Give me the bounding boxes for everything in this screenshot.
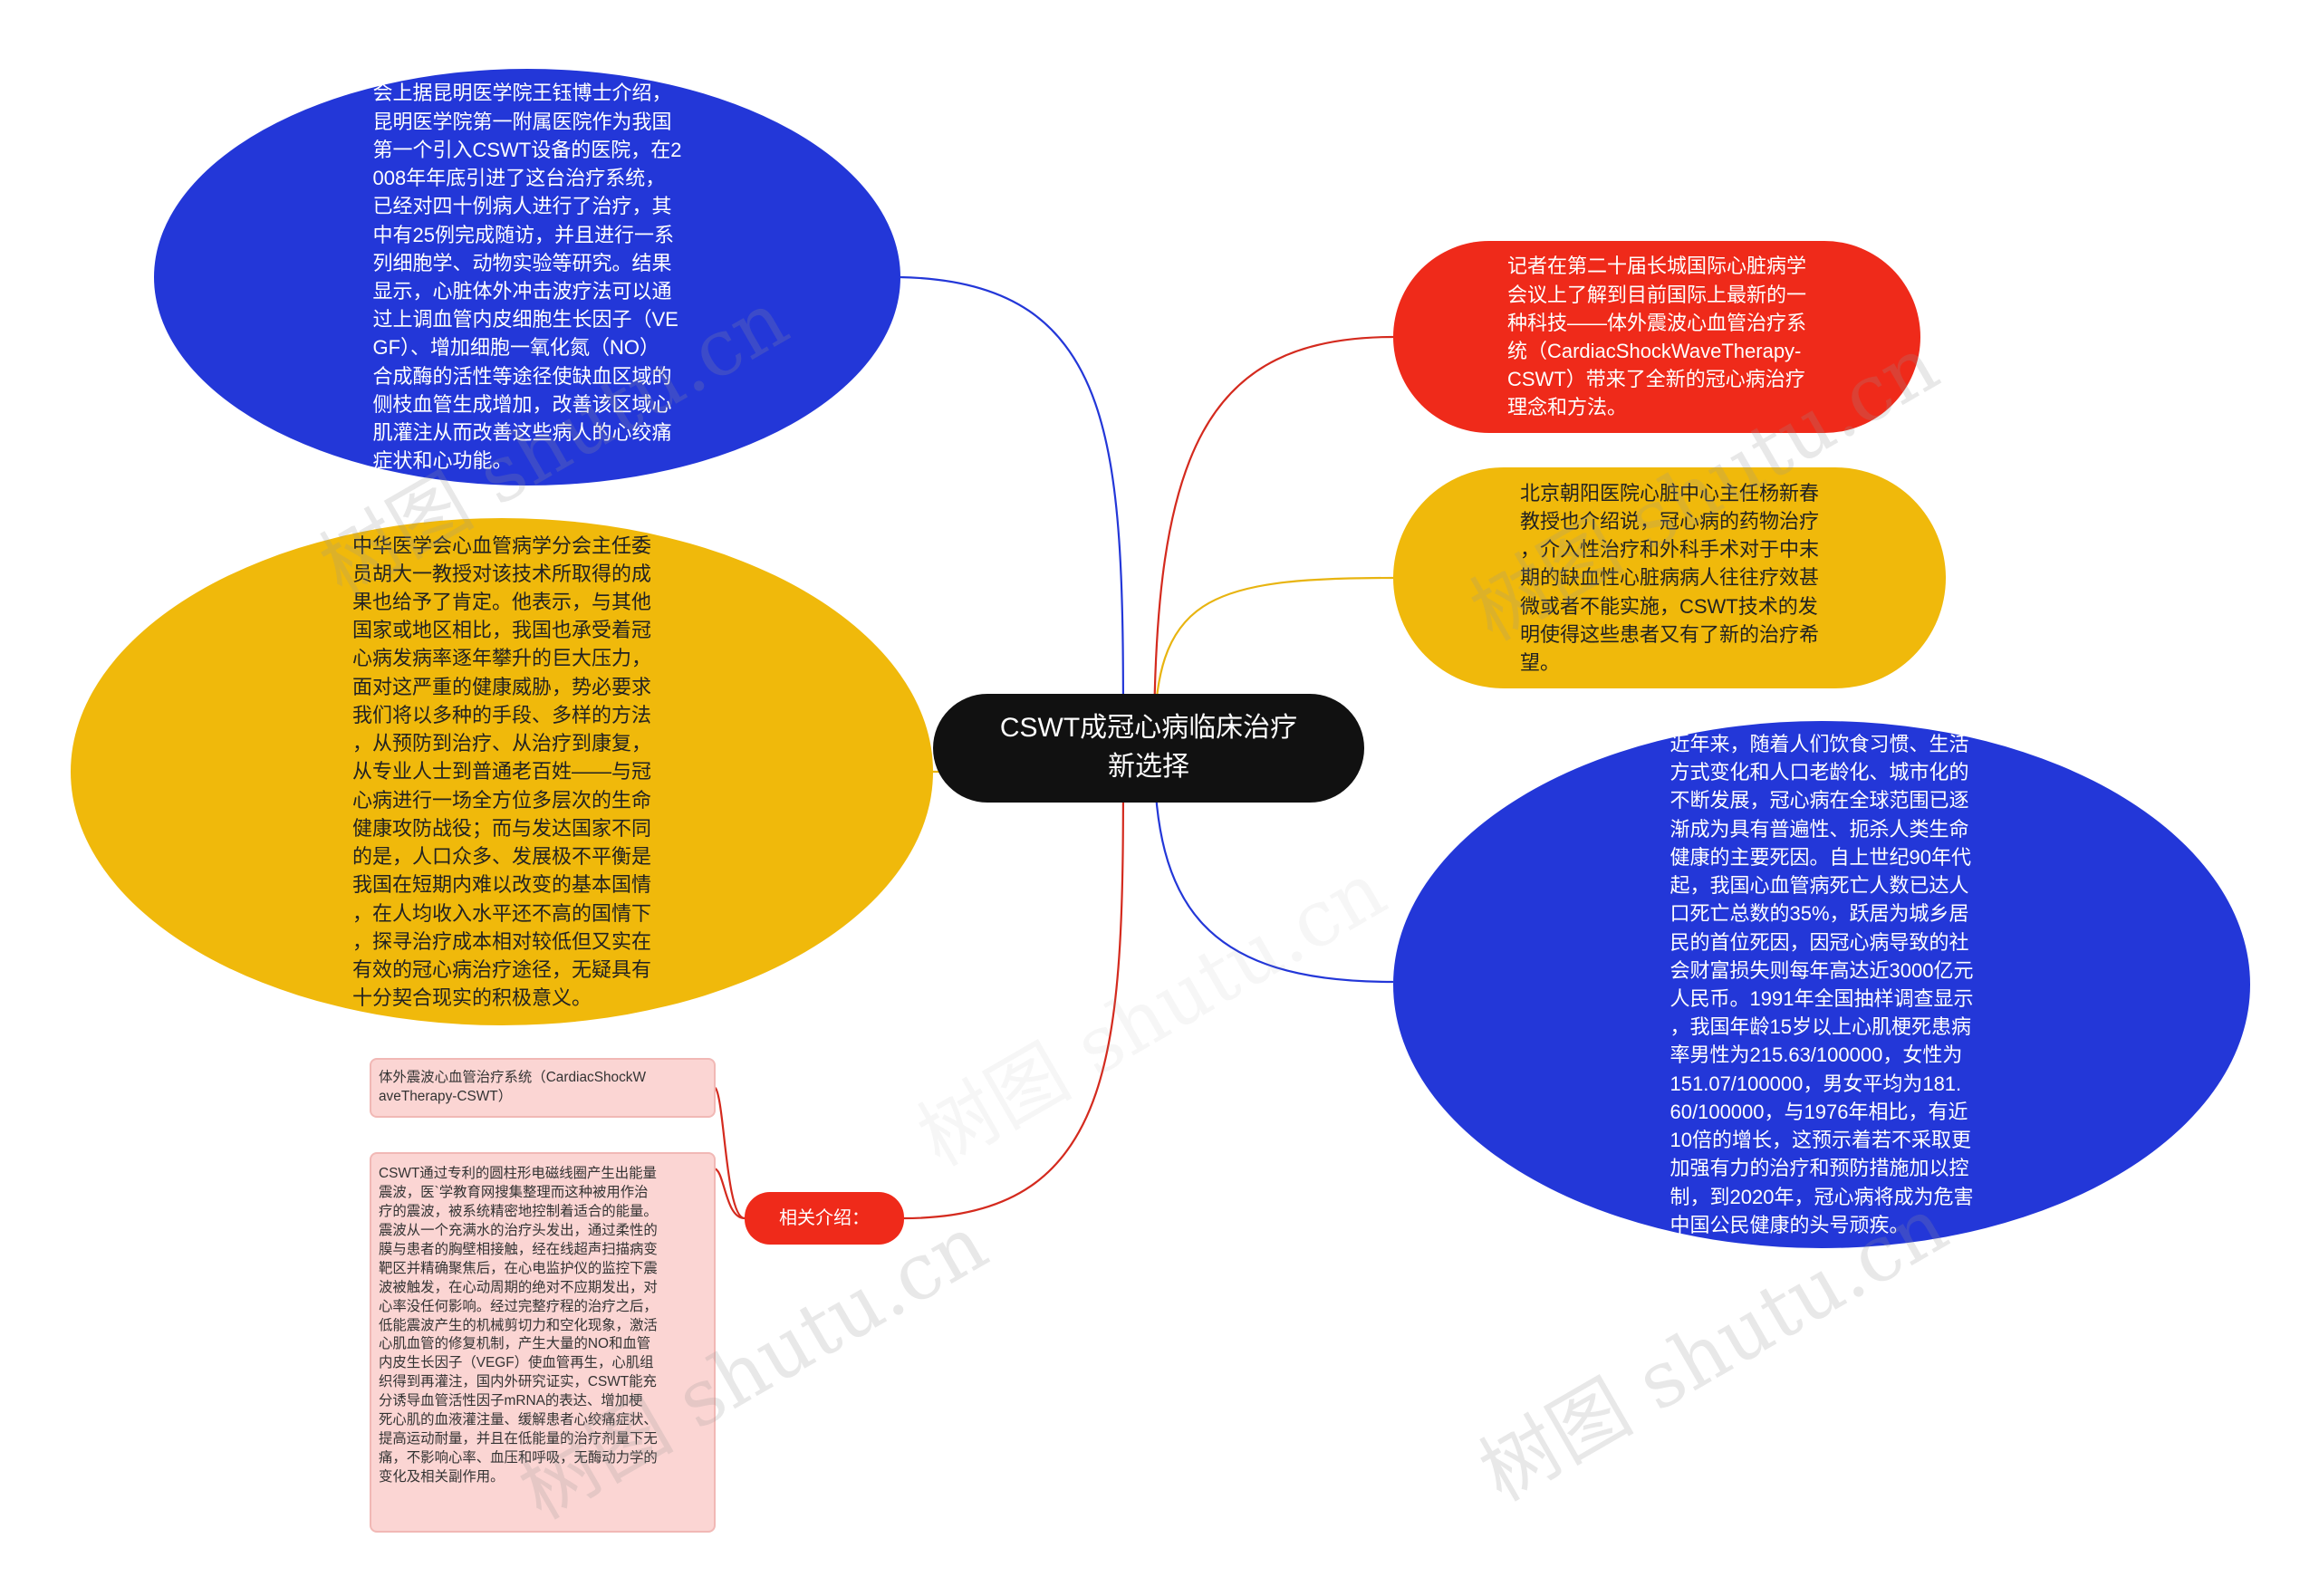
node-bottom-right-text: 近年来，随着人们饮食习惯、生活 方式变化和人口老龄化、城市化的 不断发展，冠心病… [1669,732,1974,1236]
root-node-text: CSWT成冠心病临床治疗 新选择 [999,713,1298,782]
node-mid-right-text: 北京朝阳医院心脏中心主任杨新春 教授也介绍说，冠心病的药物治疗 ，介入性治疗和外… [1519,481,1819,675]
link-related-note-small [712,1085,746,1220]
link-root-related [903,747,1125,1220]
note-small-text: 体外震波心血管治疗系统（CardiacShockW aveTherapy-CSW… [379,1070,647,1104]
note-large[interactable]: CSWT通过专利的圆柱形电磁线圈产生出能量 震波，医`学教育网搜集整理而这种被用… [370,1152,716,1533]
link-root-bottom-right [1152,747,1394,984]
node-mid-right[interactable]: 北京朝阳医院心脏中心主任杨新春 教授也介绍说，冠心病的药物治疗 ，介入性治疗和外… [1393,467,1946,688]
node-bottom-right[interactable]: 近年来，随着人们饮食习惯、生活 方式变化和人口老龄化、城市化的 不断发展，冠心病… [1393,721,2250,1248]
related-label-text: 相关介绍： [779,1207,870,1228]
link-root-top-left [899,275,1125,749]
note-small[interactable]: 体外震波心血管治疗系统（CardiacShockW aveTherapy-CSW… [370,1058,716,1118]
node-mid-left-text: 中华医学会心血管病学分会主任委 员胡大一教授对该技术所取得的成 果也给予了肯定。… [351,534,651,1010]
node-top-left-text: 会上据昆明医学院王钰博士介绍， 昆明医学院第一附属医院作为我国 第一个引入CSW… [372,82,682,473]
node-mid-left[interactable]: 中华医学会心血管病学分会主任委 员胡大一教授对该技术所取得的成 果也给予了肯定。… [71,518,933,1025]
node-top-right[interactable]: 记者在第二十届长城国际心脏病学 会议上了解到目前国际上最新的一 种科技——体外震… [1393,241,1920,433]
note-large-text: CSWT通过专利的圆柱形电磁线圈产生出能量 震波，医`学教育网搜集整理而这种被用… [379,1166,658,1485]
link-related-note-large [713,1167,746,1220]
related-label-node[interactable]: 相关介绍： [745,1192,904,1245]
root-node[interactable]: CSWT成冠心病临床治疗 新选择 [933,694,1364,803]
node-top-left[interactable]: 会上据昆明医学院王钰博士介绍， 昆明医学院第一附属医院作为我国 第一个引入CSW… [154,69,900,486]
link-root-top-right [1152,335,1394,749]
node-top-right-text: 记者在第二十届长城国际心脏病学 会议上了解到目前国际上最新的一 种科技——体外震… [1506,255,1806,419]
